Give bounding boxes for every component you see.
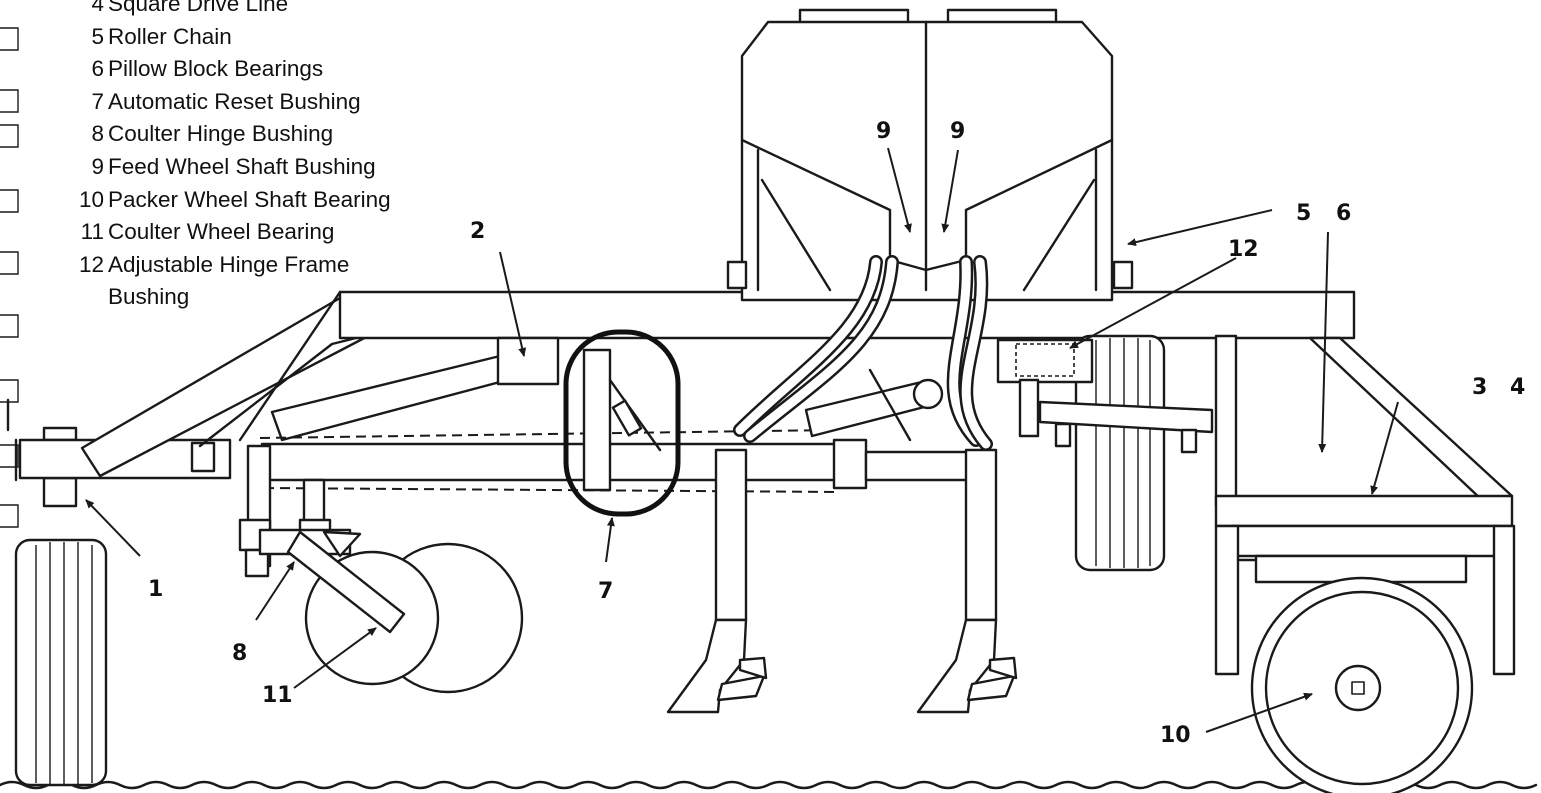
callout-1: 1	[148, 577, 163, 602]
callout-8: 8	[232, 641, 247, 666]
packer-frame	[1214, 334, 1516, 676]
callout-12: 12	[1228, 237, 1259, 262]
ground-line	[0, 780, 1538, 790]
callout-9-left: 9	[876, 119, 891, 144]
callout-7: 7	[598, 579, 613, 604]
packer-wheel	[1250, 576, 1474, 793]
shank-right	[916, 448, 1018, 714]
automatic-reset-assembly	[563, 329, 681, 517]
seed-hopper	[726, 8, 1134, 302]
callout-2: 2	[470, 219, 485, 244]
legend-item-continuation: Bushing	[108, 284, 190, 310]
callout-11: 11	[262, 683, 293, 708]
hitch-tongue	[18, 296, 374, 480]
seed-tubes	[733, 255, 993, 451]
center-wheel	[996, 334, 1214, 572]
shank-left	[666, 448, 768, 714]
callout-9-right: 9	[950, 119, 965, 144]
callout-3: 3	[1472, 375, 1487, 400]
drive-shaft	[804, 368, 944, 442]
callout-labels: 1 2 3 4 5 6 7 8 9 9 10 11 12	[148, 119, 1525, 748]
callout-6: 6	[1336, 201, 1351, 226]
page-margin-marks	[0, 27, 19, 528]
callout-4: 4	[1510, 375, 1525, 400]
callout-arrows	[85, 147, 1399, 733]
callout-5: 5	[1296, 201, 1311, 226]
callout-10: 10	[1160, 723, 1191, 748]
coulter-assembly	[238, 518, 524, 694]
tractor-tire	[14, 538, 108, 787]
